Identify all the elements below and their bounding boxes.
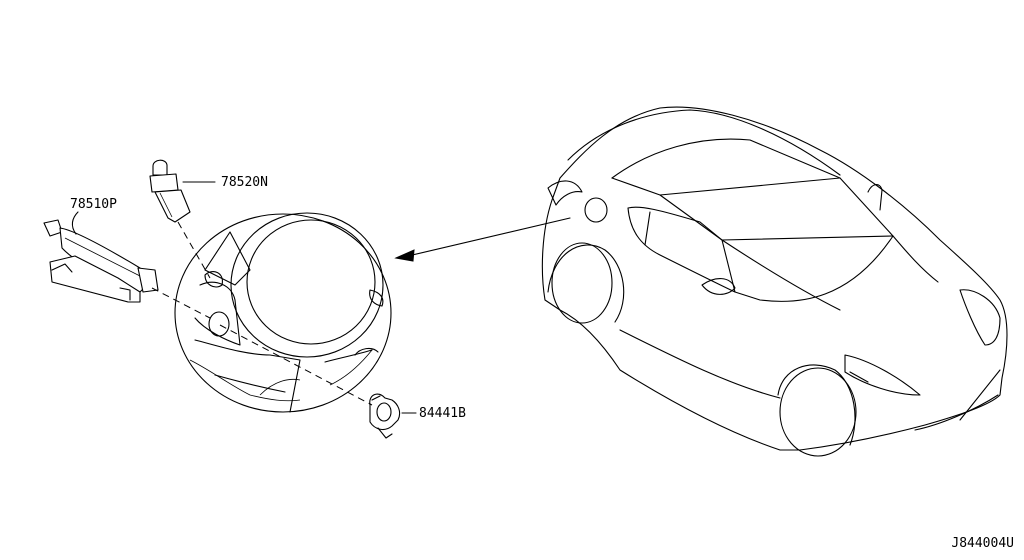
lock-pin-part [149, 159, 191, 223]
part-number-78510P: 78510P [70, 197, 117, 212]
part-number-84441B: 84441B [419, 406, 466, 421]
diagram-code: J844004U [951, 536, 1014, 551]
leader-lines [71, 181, 417, 414]
assembly-guide-lines [151, 221, 373, 406]
pointer-arrow [394, 217, 571, 262]
car-illustration [541, 106, 1008, 457]
actuator-part [43, 219, 159, 303]
fuel-filler-lid-assembly [174, 212, 392, 413]
clip-part [369, 393, 401, 439]
part-number-78520N: 78520N [221, 175, 268, 190]
